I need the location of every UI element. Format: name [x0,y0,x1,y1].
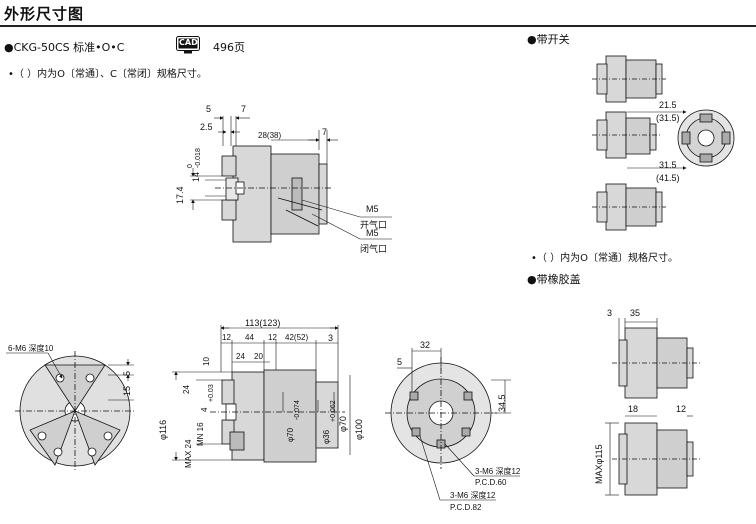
side-dim-24v: 24 [182,385,191,394]
dim-14: 14 [191,171,201,182]
back-view-drawing [385,357,497,469]
cad-icon [176,36,200,54]
dim-7b: 7 [322,127,328,137]
with-switch-header: ●带开关 [527,33,570,46]
rubber-dimension-lines [605,318,693,496]
front-callout-6-m6: 6-M6 深度10 [8,344,54,353]
with-rubber-cover-header: ●带橡胶盖 [527,273,581,286]
back-callout1-thread: 3-M6 深度12 [475,467,521,476]
page-reference: 496页 [213,41,245,54]
dim-17-4: 17.4 [175,186,185,204]
side-dim-dia70: φ70 [286,427,295,442]
rubber-dim-3: 3 [607,308,613,318]
model-header: ●CKG-50CS 标准•O•C [4,41,125,54]
side-dim-44: 44 [245,333,254,342]
side-dim-20: 20 [254,352,263,361]
top-gripper-drawing [215,145,332,243]
side-dim-42-52: 42(52) [285,333,309,342]
page-title: 外形尺寸图 [4,5,85,23]
side-dim-4-tol: +0.03 [208,384,215,402]
port-closed-label: 闭气口 [360,244,388,254]
rubber-dim-12: 12 [676,404,687,414]
dim-14-upper-tol: 0 [187,164,194,168]
back-dim-5: 5 [397,357,403,367]
side-dim-dia70-tol: -0.074 [294,400,301,420]
side-dim-dia36: φ36 [322,429,331,444]
switch-dim-21-5: 21.5 [659,100,677,110]
back-dimension-lines [397,348,520,501]
back-callout2-thread: 3-M6 深度12 [450,491,496,500]
dim-14-lower-tol: -0.018 [195,148,202,168]
rubber-cover-drawings [612,327,700,496]
rubber-dim-max115: MAXφ115 [594,444,604,484]
switch-dim-31-5-paren: (31.5) [656,113,680,123]
top-dimension-lines [190,116,392,240]
dim-2-5: 2.5 [200,122,213,132]
switch-dim-41-5-paren: (41.5) [656,173,680,183]
back-dim-32: 32 [420,340,431,350]
front-view-drawing [15,351,135,471]
switch-dimension-lines [627,110,687,170]
switch-drawings [592,55,735,231]
port-open-label: 开气口 [360,220,388,230]
back-dim-34-5: 34.5 [497,394,507,412]
back-callout2-pcd: P.C.D.82 [450,503,482,512]
side-dim-10: 10 [202,357,211,366]
side-dim-dia70b: φ70 [338,416,348,432]
port-open-thread: M5 [366,204,379,214]
side-dim-mn16: MN 16 [196,422,205,446]
side-dim-dia116: φ116 [158,419,168,440]
side-dim-max24: MAX 24 [184,439,193,468]
cad-label: CAD [179,38,198,47]
switch-dim-31-5: 31.5 [659,160,677,170]
side-dim-4: 4 [200,407,209,412]
side-view-drawing [210,369,345,463]
rubber-dim-18: 18 [628,404,639,414]
rubber-dim-35: 35 [630,308,641,318]
dim-28-38: 28(38) [258,131,282,140]
cad-button[interactable]: CAD [176,36,200,54]
front-dim-5: 5 [122,370,132,376]
side-dim-dia100: φ100 [354,419,364,440]
port-closed-thread: M5 [366,228,379,238]
back-callout1-pcd: P.C.D.60 [475,478,507,487]
side-dim-total: 113(123) [245,318,281,328]
side-dim-3: 3 [328,333,334,343]
side-dim-dia36-tol: +0.062 [330,400,337,422]
front-dimension-lines [6,352,134,401]
title-divider [0,25,756,27]
note-main: •（ ）内为O〔常通〕、C〔常闭〕规格尺寸。 [8,69,207,80]
side-dim-12: 12 [222,333,231,342]
side-dimension-lines [172,325,351,461]
dim-5: 5 [206,104,212,114]
note-switch: •（ ）内为O〔常通〕规格尺寸。 [531,253,678,264]
front-dim-15: 15 [122,385,132,396]
side-dim-12b: 12 [268,333,277,342]
dim-7: 7 [241,104,247,114]
side-dim-24: 24 [236,352,245,361]
